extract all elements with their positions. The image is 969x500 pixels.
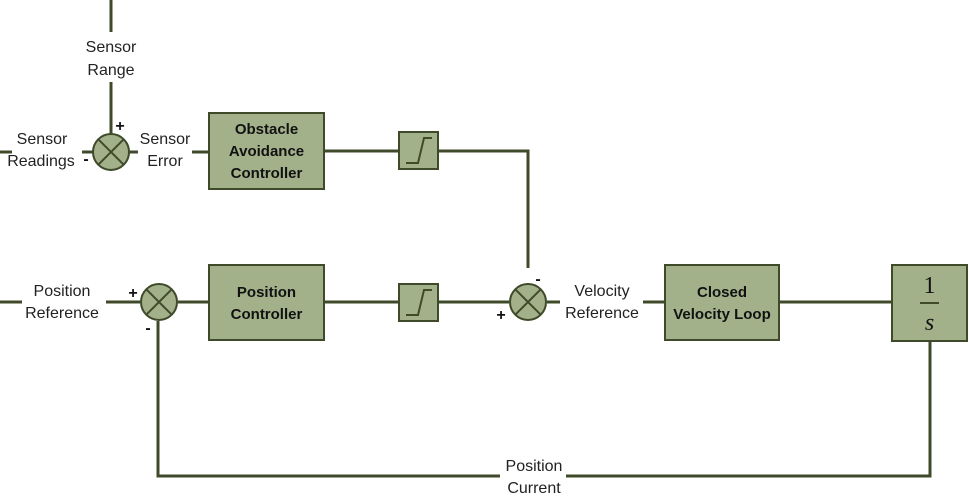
- sensor-sum-junction: [92, 133, 130, 171]
- signal-labels: Sensor Range Sensor Readings Sensor Erro…: [7, 39, 639, 497]
- position-reference-label-1: Position: [34, 283, 91, 300]
- position-sum-minus-sign: -: [145, 320, 150, 337]
- signal-wires: [0, 0, 932, 478]
- obstacle-avoidance-controller-block: Obstacle Avoidance Controller: [208, 112, 325, 190]
- sensor-error-label-2: Error: [147, 153, 183, 170]
- velocity-sum-junction: [509, 283, 547, 321]
- sensor-sum-plus-sign: +: [115, 118, 124, 135]
- obstacle-block-line-3: Controller: [231, 165, 303, 182]
- sensor-sum-minus-sign: -: [83, 151, 88, 168]
- sensor-readings-label-1: Sensor: [17, 131, 68, 148]
- sensor-error-label-1: Sensor: [140, 131, 191, 148]
- position-block-line-1: Position: [237, 284, 296, 301]
- position-block-line-2: Controller: [231, 306, 303, 323]
- position-sum-junction: [140, 283, 178, 321]
- velocity-sum-minus-sign: -: [535, 271, 540, 288]
- obstacle-block-line-2: Avoidance: [229, 143, 304, 160]
- position-controller-block: Position Controller: [208, 264, 325, 341]
- velocity-reference-label-1: Velocity: [574, 283, 629, 300]
- sensor-range-label-2: Range: [87, 62, 134, 79]
- obstacle-saturation-block: [398, 131, 439, 170]
- integrator-block: 1 s: [891, 264, 968, 342]
- position-current-label-1: Position: [506, 458, 563, 475]
- position-current-label-2: Current: [507, 480, 561, 497]
- position-saturation-block: [398, 283, 439, 322]
- integrator-denominator: s: [925, 310, 934, 336]
- obstacle-block-line-1: Obstacle: [235, 121, 298, 138]
- wire-feedback-right: [566, 341, 932, 478]
- position-sum-plus-sign: +: [128, 285, 137, 302]
- junction-signs: + - + - - +: [83, 118, 540, 337]
- closed-velocity-loop-block: Closed Velocity Loop: [664, 264, 780, 341]
- sensor-readings-label-2: Readings: [7, 153, 75, 170]
- velocity-sum-plus-sign: +: [496, 307, 505, 324]
- velocity-block-line-1: Closed: [697, 284, 747, 301]
- wire-feedback-left: [156, 321, 500, 478]
- position-reference-label-2: Reference: [25, 305, 99, 322]
- velocity-block-line-2: Velocity Loop: [673, 306, 771, 323]
- velocity-reference-label-2: Reference: [565, 305, 639, 322]
- sensor-range-label-1: Sensor: [86, 39, 137, 56]
- wire-obstacle-to-velocity-sum: [438, 149, 530, 268]
- integrator-numerator: 1: [924, 273, 936, 299]
